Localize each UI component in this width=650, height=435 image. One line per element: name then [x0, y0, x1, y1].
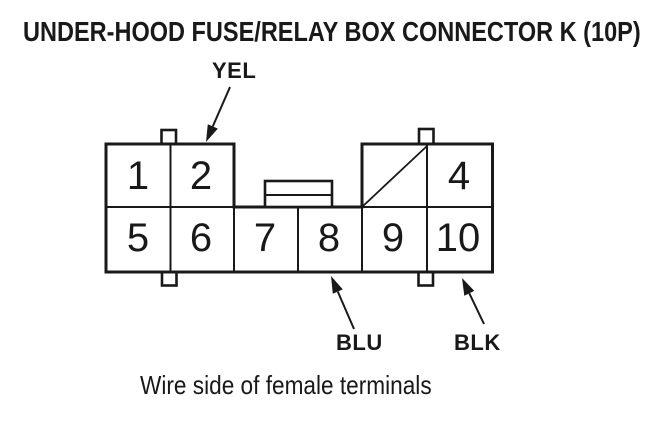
caption: Wire side of female terminals — [140, 370, 432, 400]
terminal-9-label: 9 — [382, 216, 404, 260]
blk-arrow-head — [462, 278, 475, 296]
yel-arrow-line — [211, 86, 231, 127]
empty-cavity-diagonal-line — [361, 145, 428, 208]
terminal-1-label: 1 — [127, 154, 149, 198]
yel-arrow — [206, 86, 231, 142]
wire-label-blu: BLU — [336, 330, 383, 355]
blu-arrow — [331, 276, 355, 330]
blu-arrow-line — [336, 291, 355, 330]
terminal-8-label: 8 — [318, 216, 340, 260]
terminal-grid-lines — [106, 144, 493, 272]
yel-arrow-head — [206, 124, 218, 142]
terminal-5-label: 5 — [127, 216, 149, 260]
terminal-6-label: 6 — [190, 216, 212, 260]
blu-arrow-head — [331, 276, 343, 294]
terminal-2-label: 2 — [190, 154, 212, 198]
terminal-4-label: 4 — [448, 154, 470, 198]
terminal-7-label: 7 — [254, 216, 276, 260]
terminal-10-label: 10 — [436, 216, 481, 260]
blk-arrow — [462, 278, 485, 325]
wire-label-blk: BLK — [454, 330, 501, 355]
blk-arrow-line — [468, 292, 485, 325]
wire-label-yel: YEL — [212, 58, 257, 83]
page-title: UNDER-HOOD FUSE/RELAY BOX CONNECTOR K (1… — [23, 16, 641, 47]
